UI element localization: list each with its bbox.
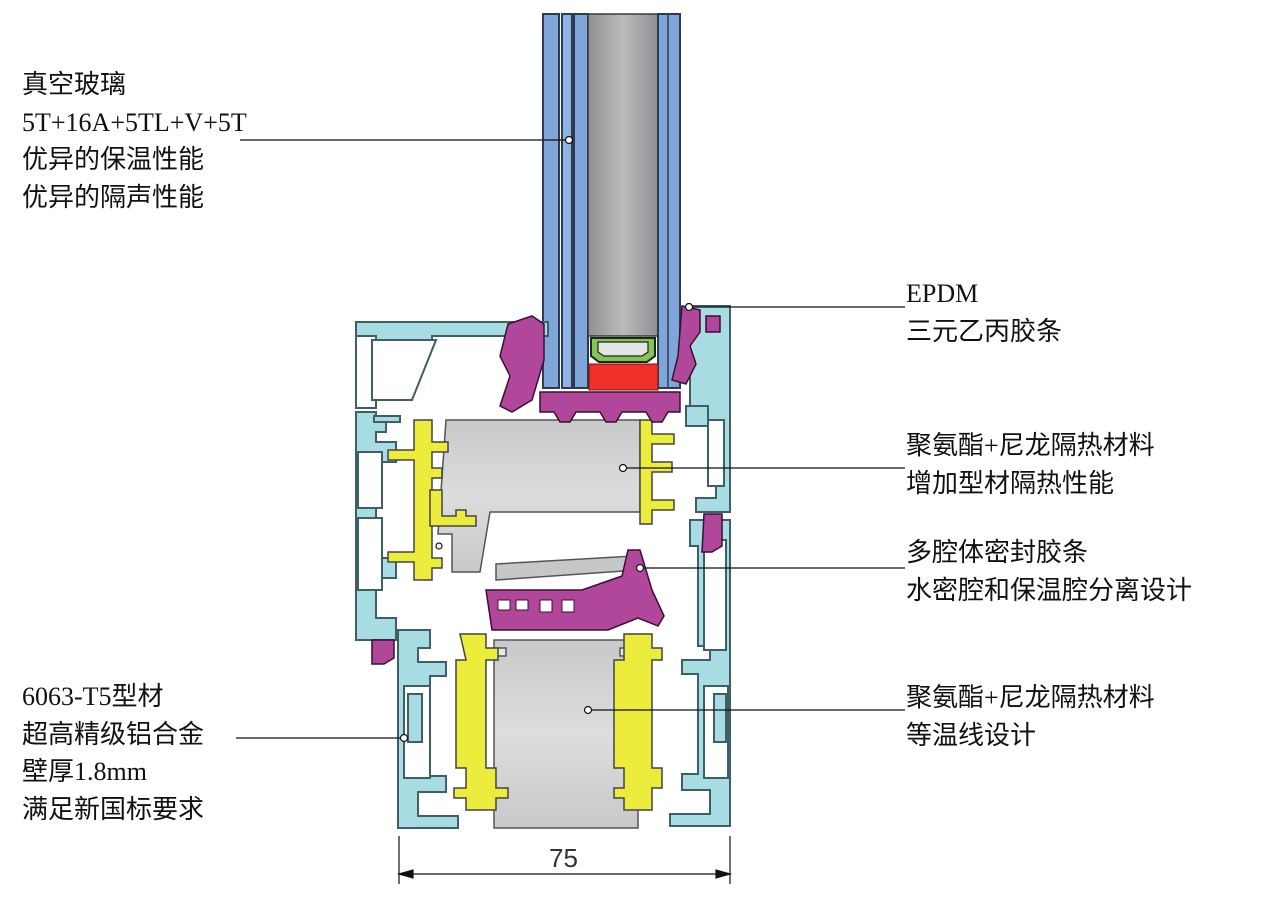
frame-seal-right — [701, 513, 723, 553]
glass-pane-middle — [561, 13, 573, 389]
callout-thermal-lower: 聚氨酯+尼龙隔热材料 等温线设计 — [906, 679, 1195, 755]
sash-profile — [355, 305, 731, 641]
callout-line: 聚氨酯+尼龙隔热材料 — [906, 679, 1195, 717]
glass-pane-inner-left — [573, 13, 589, 389]
callout-thermal-upper: 聚氨酯+尼龙隔热材料 增加型材隔热性能 — [906, 427, 1195, 503]
callout-line: 聚氨酯+尼龙隔热材料 — [906, 427, 1195, 465]
center-gasket — [485, 549, 665, 631]
glass-pane-inner-right — [657, 13, 681, 389]
butyl-sealant — [588, 363, 659, 391]
setting-block — [539, 391, 681, 423]
callout-line: EPDM — [906, 275, 1103, 313]
callout-line: 满足新国标要求 — [22, 791, 205, 829]
leader-lines — [236, 135, 905, 743]
callout-line: 水密腔和保温腔分离设计 — [906, 572, 1233, 610]
callout-line: 多腔体密封胶条 — [906, 534, 1233, 572]
dimension-value: 75 — [549, 843, 578, 873]
callout-vacuum-glass: 真空玻璃 5T+16A+5TL+V+5T 优异的保温性能 优异的隔声性能 — [22, 66, 247, 216]
polyurethane-fill — [437, 419, 641, 829]
callout-line: 等温线设计 — [906, 717, 1195, 755]
glass-cavity — [587, 13, 659, 337]
width-dimension — [396, 836, 733, 884]
callout-line: 优异的保温性能 — [22, 141, 247, 179]
frame-profile — [397, 519, 731, 829]
callout-aluminum-alloy: 6063-T5型材 超高精级铝合金 壁厚1.8mm 满足新国标要求 — [22, 678, 205, 829]
callout-multi-cavity-gasket: 多腔体密封胶条 水密腔和保温腔分离设计 — [906, 534, 1233, 610]
callout-line: 增加型材隔热性能 — [906, 465, 1195, 503]
callout-line: 5T+16A+5TL+V+5T — [22, 104, 247, 142]
polyamide-strips — [387, 419, 675, 811]
glazing-gasket-inner — [671, 305, 701, 385]
callout-line: 壁厚1.8mm — [22, 753, 205, 791]
frame-seal-left — [371, 639, 395, 665]
callout-epdm: EPDM 三元乙丙胶条 — [906, 275, 1103, 351]
callout-line: 三元乙丙胶条 — [906, 313, 1103, 351]
glass-pane-outer — [542, 13, 560, 389]
epdm-gaskets — [371, 305, 723, 665]
glazing-gasket-outer — [499, 315, 545, 413]
callout-line: 真空玻璃 — [22, 66, 247, 104]
callout-line: 优异的隔声性能 — [22, 179, 247, 217]
callout-line: 6063-T5型材 — [22, 678, 205, 716]
vacuum-glass-unit — [542, 13, 681, 391]
callout-line: 超高精级铝合金 — [22, 716, 205, 754]
